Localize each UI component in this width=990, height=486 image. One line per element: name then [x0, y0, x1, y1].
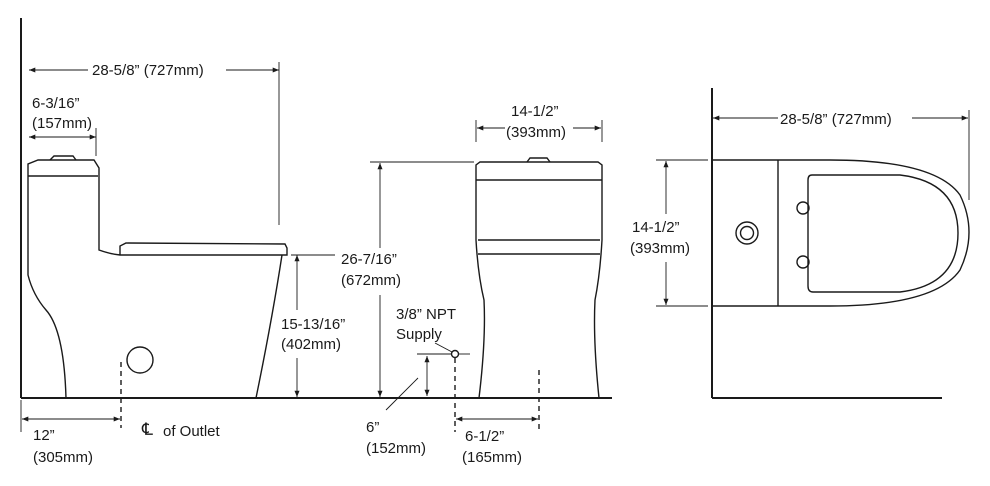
front-height-in-label: 26-7/16” [341, 251, 397, 268]
front-supply-point [450, 349, 460, 359]
top-width-in-label: 14-1/2” [632, 219, 680, 236]
side-rough-in-in-label: 12” [33, 427, 55, 444]
front-supply-height-in-label: 6” [366, 419, 379, 436]
top-bolt-hole-lower [796, 255, 810, 269]
top-flush-button-outer [735, 221, 759, 245]
side-trapway-circle [126, 346, 154, 374]
front-height-mm-label: (672mm) [341, 272, 401, 289]
side-bowl-height-in-label: 15-13/16” [281, 316, 345, 333]
side-view: 28-5/8” (727mm) 6-3/16” (157mm) 15-13/16… [20, 18, 612, 466]
front-supply-line1: 3/8” NPT [396, 306, 456, 323]
top-toilet-outline [712, 159, 970, 307]
front-tank-button [526, 157, 551, 163]
front-supply-leader [434, 342, 453, 353]
side-rough-in-mm-label: (305mm) [33, 449, 93, 466]
side-overall-depth-label: 28-5/8” (727mm) [92, 62, 204, 79]
side-setback-mm-label: (157mm) [32, 115, 92, 132]
side-toilet-outline [27, 159, 288, 399]
front-supply-line2: Supply [396, 326, 442, 343]
top-overall-depth-label: 28-5/8” (727mm) [780, 111, 892, 128]
top-seat-outline [807, 174, 959, 293]
front-width-in-label: 14-1/2” [511, 103, 559, 120]
side-bowl-height-mm-label: (402mm) [281, 336, 341, 353]
side-outlet-symbol: ℄ [141, 420, 153, 439]
top-width-mm-label: (393mm) [630, 240, 690, 257]
side-outlet-label: of Outlet [163, 423, 221, 440]
front-view: 14-1/2” (393mm) 26-7/16” (672mm) 3/8” NP… [341, 103, 603, 466]
front-supply-offset-mm-label: (165mm) [462, 449, 522, 466]
top-flush-button-inner [739, 225, 755, 241]
front-supply-offset-in-label: 6-1/2” [465, 428, 504, 445]
front-supply-height-mm-label: (152mm) [366, 440, 426, 457]
top-view: 28-5/8” (727mm) 14-1/2” (393mm) [630, 88, 970, 399]
front-toilet-outline [475, 161, 603, 399]
top-bolt-hole-upper [796, 201, 810, 215]
front-supply-height-leader [385, 377, 419, 411]
front-width-mm-label: (393mm) [506, 124, 566, 141]
side-tank-button [49, 155, 77, 161]
side-setback-in-label: 6-3/16” [32, 95, 80, 112]
